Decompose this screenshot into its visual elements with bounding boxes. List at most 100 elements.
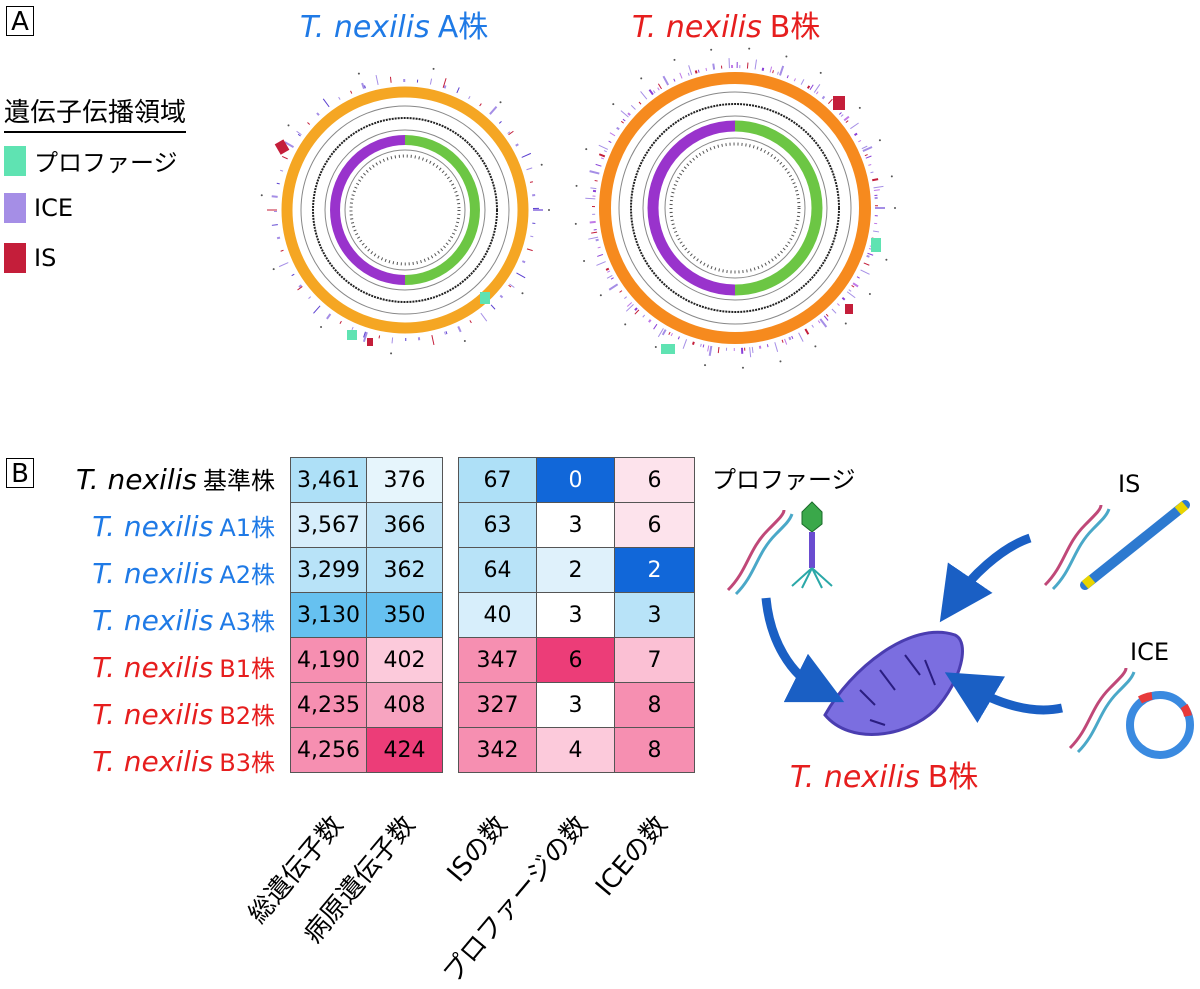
genome-tick [595,180,598,181]
genome-tick [828,99,832,103]
genome-tick [862,146,867,149]
phage-icon [792,502,832,588]
dna-helix-icon [728,510,792,594]
legend-item-ice: ICE [4,193,73,223]
heatmap-cell: 6 [615,503,695,548]
genome-tick [339,97,341,100]
strain-species: T. nexilis [92,651,213,684]
genome-dot [624,323,626,325]
heatmap-cell: 4 [537,728,615,773]
genome-tick [307,123,309,125]
genome-tick [671,333,672,336]
genome-tick [658,328,663,337]
heatmap-cell: 4,190 [291,638,367,683]
genome-tick [611,278,614,279]
col-label-is-count: ISの数 [437,807,514,889]
strain-suffix: B2株 [219,702,275,730]
col-label-prophage-count: プロファージの数 [432,807,594,989]
heatmap-cell: 362 [367,548,443,593]
genome-tick [480,104,482,106]
genome-tick [351,91,352,94]
strain-suffix: A1株 [219,514,275,542]
genome-tick [785,339,787,345]
genome-dot [894,207,896,209]
genome-tick [277,238,280,239]
scale-ring [351,156,459,264]
genome-tick [713,64,714,70]
heatmap-cell: 63 [459,503,537,548]
genome-tick [643,315,645,317]
is-region-mark [275,139,290,154]
genome-tick [718,347,719,353]
genome-tick [509,285,511,287]
outer-tick-ring [575,48,896,369]
genome-tick [639,102,641,104]
inner-grey-ring [325,130,485,290]
outer-tick-ring [261,68,550,354]
heatmap-cell: 8 [615,683,695,728]
prophage-region-mark [347,330,357,340]
is-region-mark [367,338,373,346]
genome-tick [527,168,533,170]
genome-tick [617,128,619,130]
genome-tick [469,96,470,99]
genome-dot [541,164,543,166]
genome-tick [490,107,497,114]
genome-dot [273,268,275,270]
genome-tick [445,332,446,335]
heatmap-cell: 424 [367,728,443,773]
heatmap-cell: 342 [459,728,537,773]
genome-tick [658,88,660,91]
genome-tick [522,153,531,157]
genome-tick [327,314,330,319]
genome-tick [282,156,288,158]
strain-species: T. nexilis [92,557,213,590]
heatmap-cell: 3,130 [291,593,367,638]
inner-grey-ring [665,138,805,278]
genome-tick [470,320,472,323]
genome-dot [655,346,657,348]
genome-tick [861,270,870,274]
genome-tick [607,275,612,278]
is-swatch [4,243,26,273]
heatmap-cell: 3 [537,503,615,548]
genome-dot [585,148,587,150]
strain-suffix: A3株 [219,608,275,636]
genome-dot [640,77,642,79]
genome-tick [777,72,778,75]
genome-tick [770,67,772,73]
genome-tick [432,335,434,345]
genome-tick [624,297,626,299]
heatmap-cell: 3,567 [291,503,367,548]
genome-tick [292,274,295,276]
genome-tick [688,73,689,76]
heatmap-cell: 3,461 [291,458,367,503]
genome-tick [628,113,630,115]
genome-dot [820,72,822,74]
genome-tick [852,285,854,287]
genome-dot [814,345,816,347]
genome-tick [627,303,631,307]
genome-tick [773,70,774,73]
genome-tick [649,320,651,322]
genome-tick [446,331,447,334]
genome-tick [277,183,280,184]
genome-tick [599,154,605,156]
heatmap-cell: 6 [615,458,695,503]
genome-tick [588,237,598,239]
genome-tick [641,91,647,99]
scale-ring [671,144,799,272]
genome-dot [859,107,861,109]
genome-tick [867,253,873,255]
genome-tick [849,290,851,292]
genome-tick [390,77,391,83]
genome-dot [704,364,706,366]
